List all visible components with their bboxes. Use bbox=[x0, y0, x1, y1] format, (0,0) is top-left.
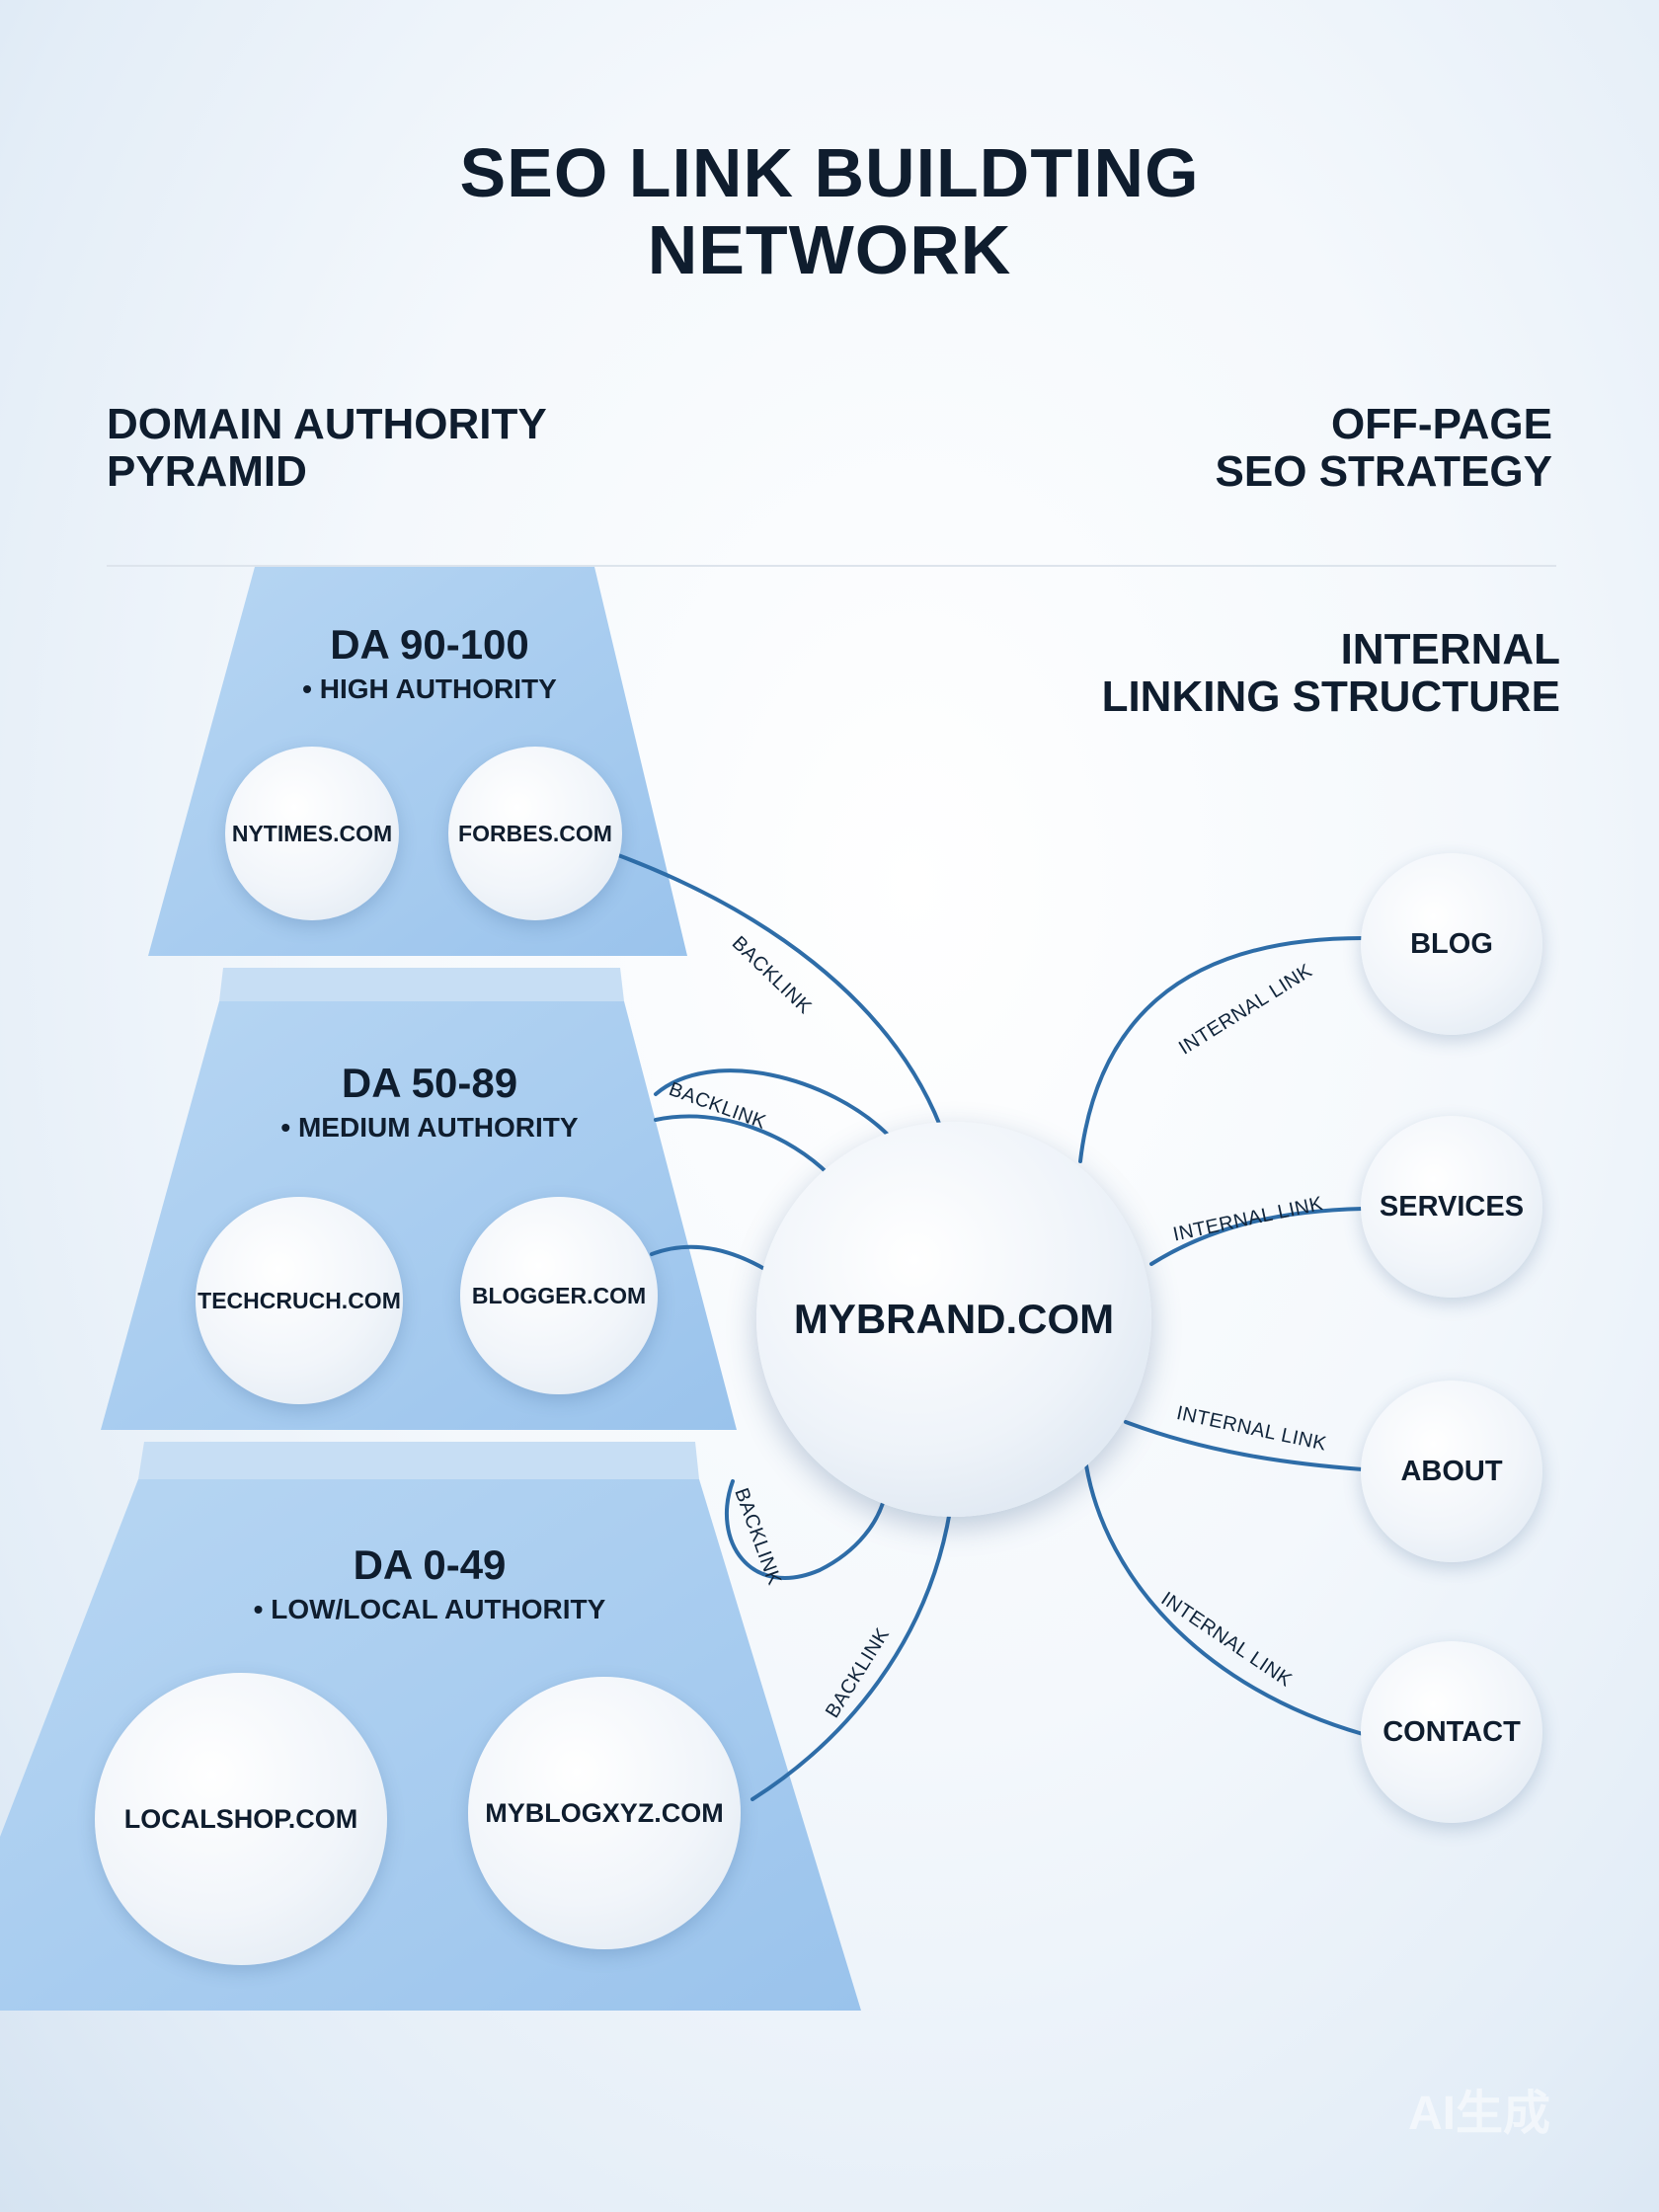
tier-3-authority: • LOW/LOCAL AUTHORITY bbox=[253, 1594, 606, 1624]
internal-page-node: BLOG bbox=[1361, 853, 1542, 1035]
domain-authority-heading: DOMAIN AUTHORITY PYRAMID bbox=[107, 401, 547, 496]
site-label: BLOGGER.COM bbox=[471, 1282, 647, 1308]
site-node: TECHCRUCH.COM bbox=[196, 1197, 403, 1404]
tier-3-ledge bbox=[138, 1442, 699, 1479]
internal-linking-heading: INTERNAL LINKING STRUCTURE bbox=[1102, 626, 1560, 721]
tier-3-label: DA 0-49 • LOW/LOCAL AUTHORITY bbox=[168, 1540, 691, 1629]
internal-line-services bbox=[1149, 1207, 1365, 1266]
internal-linking-heading-line-2: LINKING STRUCTURE bbox=[1101, 672, 1560, 721]
internal-page-label: BLOG bbox=[1410, 927, 1493, 960]
backlink-line-tier3-loop bbox=[724, 1479, 887, 1580]
domain-authority-heading-line-2: PYRAMID bbox=[107, 447, 307, 496]
backlink-line-tier2-lower bbox=[654, 1114, 831, 1177]
tier-3-da: DA 0-49 bbox=[353, 1541, 507, 1588]
internal-page-label: CONTACT bbox=[1382, 1715, 1521, 1748]
site-node: NYTIMES.COM bbox=[225, 747, 399, 920]
internal-line-contact bbox=[1084, 1463, 1365, 1736]
tier-1-da: DA 90-100 bbox=[330, 621, 529, 668]
internal-page-node: ABOUT bbox=[1361, 1381, 1542, 1562]
title-line-1: SEO LINK BUILDTING bbox=[459, 134, 1200, 211]
internal-page-node: CONTACT bbox=[1361, 1641, 1542, 1823]
backlink-line-tier2-upper bbox=[654, 1068, 891, 1138]
backlink-line-forbes bbox=[616, 853, 942, 1128]
tier-1-label: DA 90-100 • HIGH AUTHORITY bbox=[207, 620, 652, 709]
tier-2-ledge bbox=[219, 968, 624, 1001]
site-label: NYTIMES.COM bbox=[231, 820, 393, 846]
off-page-heading-line-2: SEO STRATEGY bbox=[1215, 447, 1552, 496]
site-label: MYBLOGXYZ.COM bbox=[485, 1797, 724, 1828]
tier-2-label: DA 50-89 • MEDIUM AUTHORITY bbox=[198, 1059, 662, 1147]
page-title: SEO LINK BUILDTING NETWORK bbox=[0, 134, 1659, 288]
site-node: LOCALSHOP.COM bbox=[95, 1673, 387, 1965]
title-line-2: NETWORK bbox=[647, 211, 1012, 288]
backlink-line-blogger bbox=[650, 1244, 768, 1272]
off-page-heading: OFF-PAGE SEO STRATEGY bbox=[1216, 401, 1552, 496]
tier-2-da: DA 50-89 bbox=[341, 1060, 518, 1106]
tier-1-authority: • HIGH AUTHORITY bbox=[302, 673, 557, 704]
site-node: FORBES.COM bbox=[448, 747, 622, 920]
internal-page-label: SERVICES bbox=[1379, 1190, 1525, 1223]
internal-linking-heading-line-1: INTERNAL bbox=[1340, 625, 1560, 673]
tier-2-authority: • MEDIUM AUTHORITY bbox=[280, 1112, 579, 1143]
internal-line-about bbox=[1124, 1420, 1365, 1471]
off-page-heading-line-1: OFF-PAGE bbox=[1330, 400, 1552, 448]
internal-page-label: ABOUT bbox=[1400, 1455, 1503, 1487]
site-node: MYBLOGXYZ.COM bbox=[468, 1677, 741, 1949]
internal-line-blog bbox=[1078, 936, 1365, 1163]
site-node: BLOGGER.COM bbox=[460, 1197, 658, 1394]
watermark: AI生成 bbox=[1407, 2088, 1550, 2140]
site-label: LOCALSHOP.COM bbox=[123, 1803, 358, 1834]
site-label: FORBES.COM bbox=[458, 820, 612, 846]
hub-label: MYBRAND.COM bbox=[793, 1296, 1115, 1342]
divider bbox=[107, 565, 1556, 567]
hub-node: MYBRAND.COM bbox=[756, 1122, 1151, 1517]
backlink-line-myblogxyz bbox=[750, 1509, 952, 1801]
domain-authority-heading-line-1: DOMAIN AUTHORITY bbox=[107, 400, 547, 448]
site-label: TECHCRUCH.COM bbox=[198, 1287, 401, 1313]
internal-page-node: SERVICES bbox=[1361, 1116, 1542, 1298]
